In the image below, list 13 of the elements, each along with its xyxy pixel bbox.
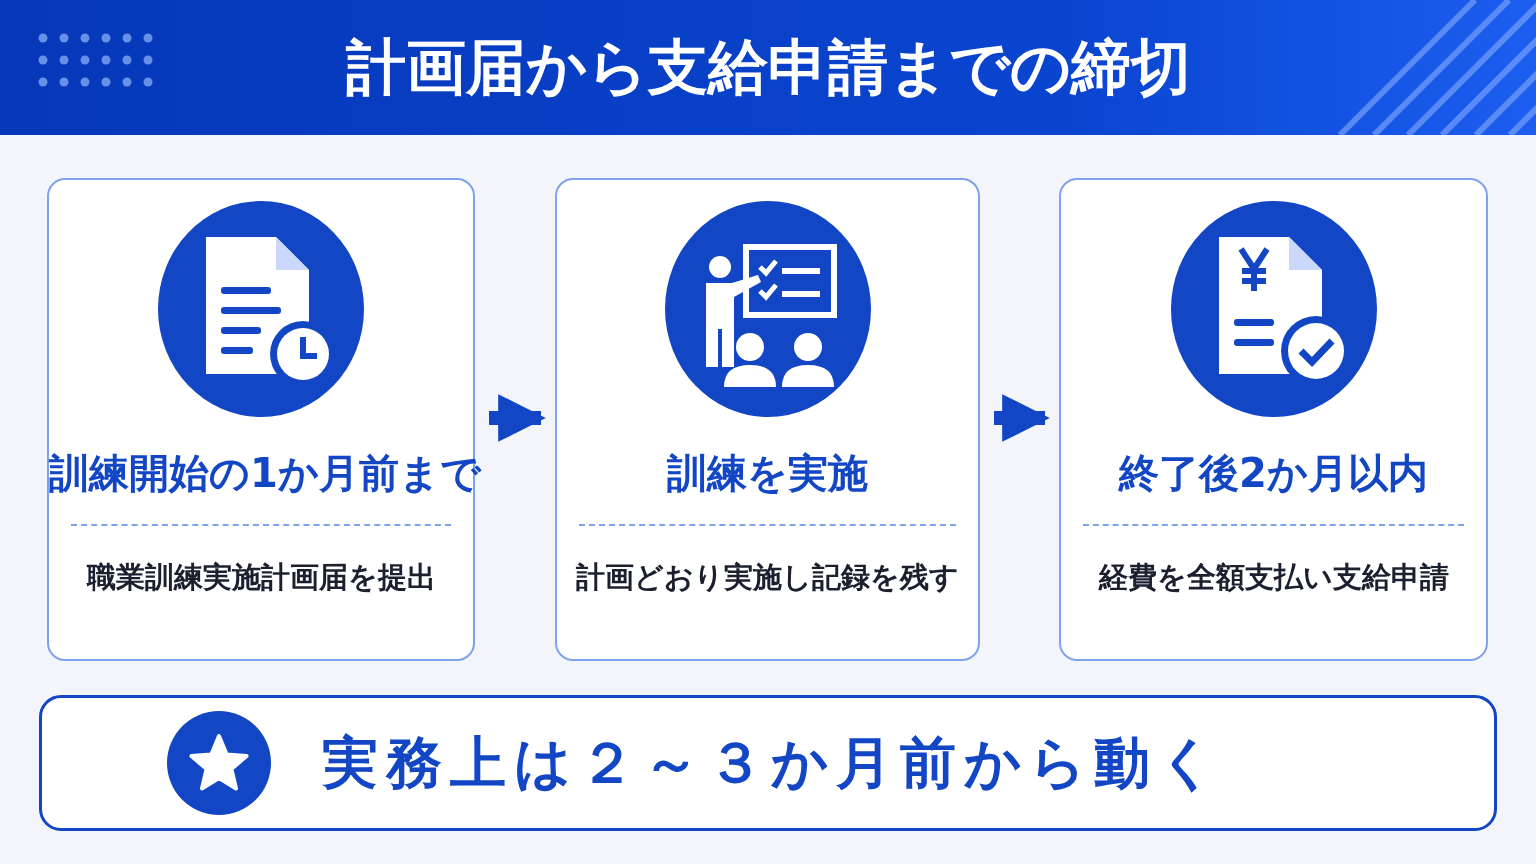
step-heading: 訓練開始の1か月前まで [49, 449, 481, 498]
step-description: 経費を全額支払い支給申請 [1098, 559, 1449, 596]
step-description: 計画どおり実施し記録を残す [576, 559, 959, 596]
step-card [555, 178, 980, 661]
flow-arrow [489, 394, 546, 442]
tip-banner [39, 695, 1497, 831]
step-heading: 終了後2か月以内 [1119, 449, 1428, 498]
step-heading: 訓練を実施 [667, 449, 868, 498]
tip-text: 実務上は２～３か月前から動く [322, 729, 1223, 797]
flow-arrow [994, 394, 1050, 442]
page-title: 計画届から支給申請までの締切 [345, 31, 1191, 103]
step-card [1059, 178, 1488, 661]
step-description: 職業訓練実施計画届を提出 [86, 559, 436, 596]
